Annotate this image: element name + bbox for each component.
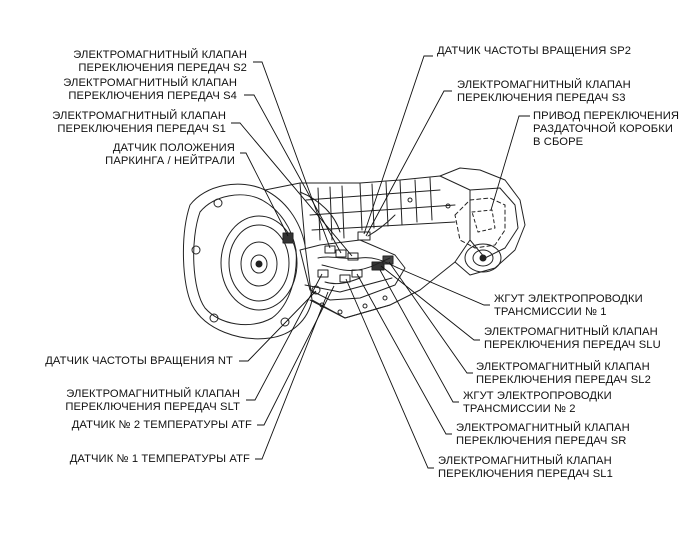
label-solenoid-sl2: ЭЛЕКТРОМАГНИТНЫЙ КЛАПАН ПЕРЕКЛЮЧЕНИЯ ПЕР… — [476, 361, 651, 386]
label-solenoid-s1: ЭЛЕКТРОМАГНИТНЫЙ КЛАПАН ПЕРЕКЛЮЧЕНИЯ ПЕР… — [52, 110, 226, 135]
leader-atf1 — [255, 291, 329, 460]
solenoid-s1 — [347, 252, 359, 261]
solenoid-sl1 — [339, 274, 351, 283]
leader-s3 — [365, 90, 452, 237]
leader-slt — [246, 273, 323, 401]
transfer-actuator — [454, 197, 506, 249]
solenoid-s3 — [357, 231, 371, 241]
label-transfer-actuator: ПРИВОД ПЕРЕКЛЮЧЕНИЯ РАЗДАТОЧНОЙ КОРОБКИ … — [533, 110, 680, 148]
solenoid-sl2 — [382, 255, 394, 265]
label-park-neutral-switch: ДАТЧИК ПОЛОЖЕНИЯ ПАРКИНГА / НЕЙТРАЛИ — [105, 142, 235, 167]
label-solenoid-sl1: ЭЛЕКТРОМАГНИТНЫЙ КЛАПАН ПЕРЕКЛЮЧЕНИЯ ПЕР… — [438, 455, 613, 480]
label-nt-sensor: ДАТЧИК ЧАСТОТЫ ВРАЩЕНИЯ NT — [45, 355, 233, 367]
leader-s1 — [231, 122, 353, 257]
label-wire-harness-1: ЖГУТ ЭЛЕКТРОПРОВОДКИ ТРАНСМИССИИ № 1 — [494, 293, 643, 318]
leader-s4 — [244, 94, 342, 254]
leader-s2 — [253, 61, 331, 249]
leader-slu — [380, 265, 480, 341]
solenoid-sr — [351, 269, 363, 278]
label-sp2-sensor: ДАТЧИК ЧАСТОТЫ ВРАЩЕНИЯ SP2 — [437, 45, 632, 57]
leader-nt — [239, 290, 317, 362]
label-wire-harness-2: ЖГУТ ЭЛЕКТРОПРОВОДКИ ТРАНСМИССИИ № 2 — [463, 390, 612, 415]
leader-wire1 — [397, 267, 490, 306]
leader-sl1 — [345, 278, 434, 469]
label-solenoid-slu: ЭЛЕКТРОМАГНИТНЫЙ КЛАПАН ПЕРЕКЛЮЧЕНИЯ ПЕР… — [484, 326, 661, 351]
leader-atf2 — [257, 285, 335, 426]
bell-housing — [182, 183, 313, 340]
label-solenoid-sr: ЭЛЕКТРОМАГНИТНЫЙ КЛАПАН ПЕРЕКЛЮЧЕНИЯ ПЕР… — [456, 422, 630, 447]
leader-wire2 — [379, 269, 459, 403]
solenoid-s2 — [324, 245, 336, 254]
harness-1 — [317, 256, 399, 269]
leader-park — [240, 152, 289, 237]
leader-sl2 — [388, 261, 473, 374]
label-atf-temp-sensor-1: ДАТЧИК № 1 ТЕМПЕРАТУРЫ ATF — [69, 453, 250, 465]
label-solenoid-slt: ЭЛЕКТРОМАГНИТНЫЙ КЛАПАН ПЕРЕКЛЮЧЕНИЯ ПЕР… — [65, 388, 240, 413]
valve-body — [299, 239, 406, 301]
harness-2 — [321, 257, 391, 271]
solenoid-slt — [317, 269, 329, 278]
label-atf-temp-sensor-2: ДАТЧИК № 2 ТЕМПЕРАТУРЫ ATF — [71, 419, 252, 431]
label-solenoid-s2: ЭЛЕКТРОМАГНИТНЫЙ КЛАПАН ПЕРЕКЛЮЧЕНИЯ ПЕР… — [73, 49, 247, 74]
leader-sr — [356, 273, 452, 435]
torque-converter — [220, 215, 298, 311]
leader-transfer — [490, 115, 530, 211]
solenoid-s4 — [335, 249, 347, 258]
label-solenoid-s4: ЭЛЕКТРОМАГНИТНЫЙ КЛАПАН ПЕРЕКЛЮЧЕНИЯ ПЕР… — [63, 77, 237, 102]
leader-sp2 — [363, 55, 433, 235]
label-solenoid-s3: ЭЛЕКТРОМАГНИТНЫЙ КЛАПАН ПЕРЕКЛЮЧЕНИЯ ПЕР… — [457, 79, 631, 104]
park-neutral-switch — [282, 232, 294, 244]
